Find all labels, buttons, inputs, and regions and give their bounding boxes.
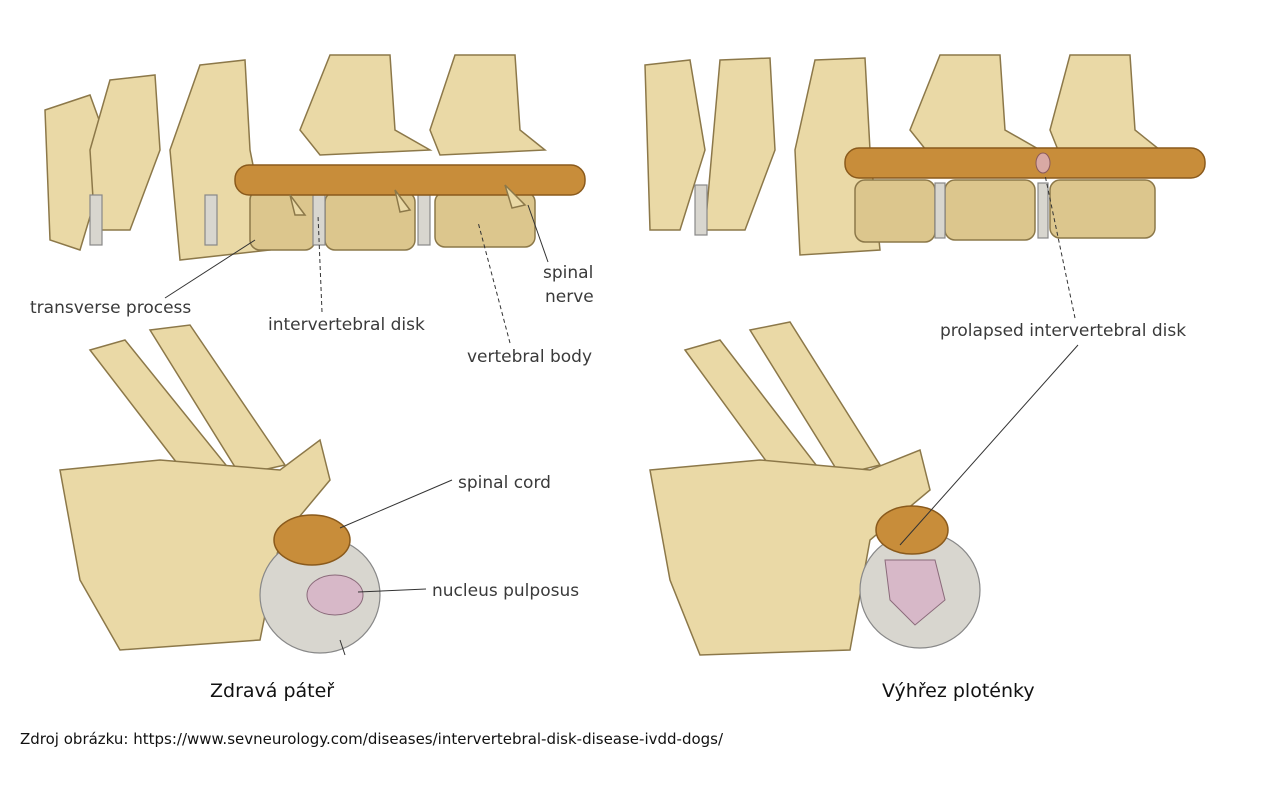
image-source: Zdroj obrázku: https://www.sevneurology.…: [20, 730, 724, 748]
label-spinal-nerve-line1: spinal: [543, 263, 593, 283]
leader-line-intervertebral-disk: [317, 214, 323, 313]
leader-line-spinal-nerve: [527, 204, 549, 263]
leader-line-prolapsed-disk-bottom: [899, 344, 1079, 546]
label-prolapsed-disk: prolapsed intervertebral disk: [940, 321, 1186, 341]
herniated-spine-side-view: [644, 54, 1206, 256]
label-nucleus-pulposus: nucleus pulposus: [432, 581, 579, 601]
leader-line-nucleus-pulposus: [357, 588, 427, 593]
label-vertebral-body: vertebral body: [467, 347, 592, 367]
caption-healthy-spine: Zdravá páteř: [210, 680, 335, 702]
healthy-spine-side-view: [44, 54, 586, 261]
leader-line-annulus: [339, 639, 346, 656]
herniated-spine-cross-section: [649, 321, 981, 656]
healthy-spine-cross-section: [59, 324, 381, 654]
leader-line-spinal-cord: [339, 479, 453, 529]
caption-herniated-disk: Výhřez ploténky: [882, 680, 1035, 702]
label-transverse-process: transverse process: [30, 298, 191, 318]
leader-line-transverse-process: [164, 239, 256, 299]
label-intervertebral-disk: intervertebral disk: [268, 315, 425, 335]
leader-line-prolapsed-disk-top: [1044, 174, 1076, 319]
label-spinal-cord: spinal cord: [458, 473, 551, 493]
label-spinal-nerve-line2: nerve: [545, 287, 594, 307]
